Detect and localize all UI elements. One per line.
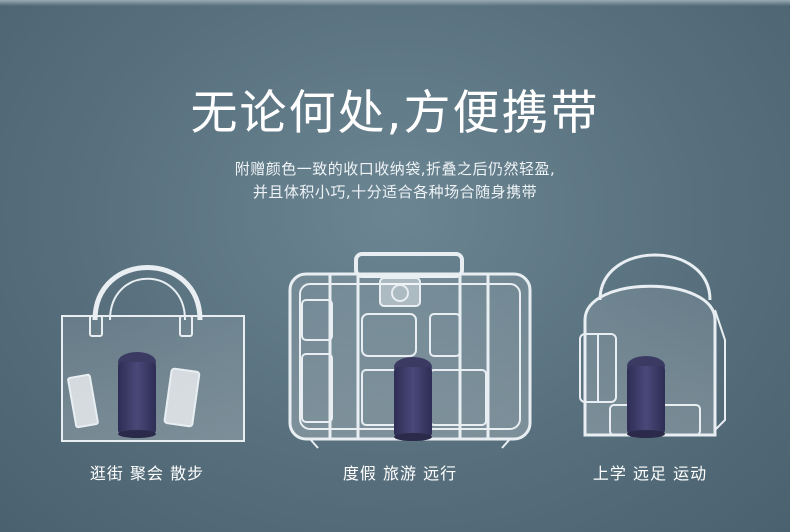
scene-caption-school: 上学 远足 运动 (592, 464, 708, 483)
scene-caption-travel: 度假 旅游 远行 (342, 464, 458, 483)
scene-caption-shopping: 逛街 聚会 散步 (89, 464, 205, 483)
top-divider (0, 0, 790, 6)
subtitle-line-2: 并且体积小巧,十分适合各种场合随身携带 (252, 183, 538, 201)
pouch-icon (118, 352, 156, 438)
handbag-icon (61, 265, 245, 442)
illustration-area (0, 230, 790, 460)
headline: 无论何处,方便携带 (190, 86, 600, 141)
pouch-icon (627, 356, 665, 438)
pouch-icon (394, 357, 432, 441)
illustration-svg (61, 252, 726, 449)
subtitle-line-1: 附赠颜色一致的收口收纳袋,折叠之后仍然轻盈, (234, 160, 556, 178)
